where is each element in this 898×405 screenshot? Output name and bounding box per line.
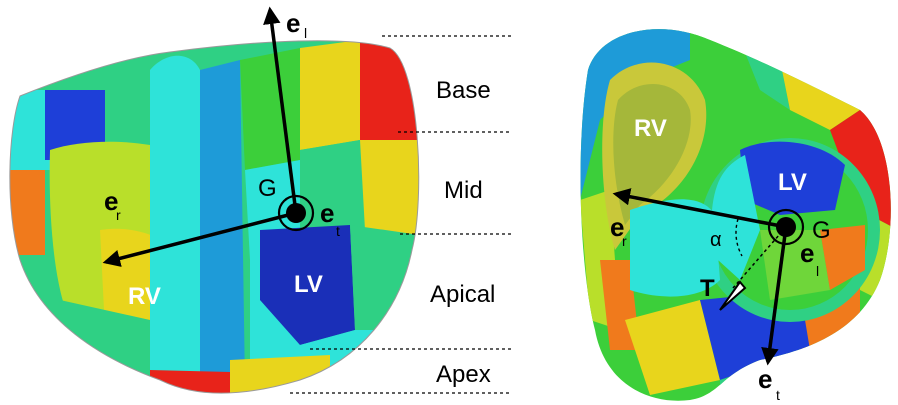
left-vector-el-subscript: l <box>304 25 307 41</box>
right-vector-er-subscript: r <box>622 233 627 249</box>
left-centroid-ring <box>277 194 315 232</box>
left-centroid-label: G <box>258 175 277 202</box>
right-centroid-label: G <box>812 217 831 244</box>
left-vectors <box>102 6 315 267</box>
region-label-apex: Apex <box>436 361 491 388</box>
right-vector-er-symbol: e <box>610 212 624 242</box>
right-heart-model <box>580 29 891 401</box>
right-angle-alpha-label: α <box>710 229 722 251</box>
left-vector-et-symbol: e <box>320 198 334 228</box>
left-rv-label: RV <box>128 283 161 310</box>
left-vector-er-subscript: r <box>116 207 121 223</box>
right-lv-label: LV <box>778 169 807 196</box>
region-separators <box>290 35 512 394</box>
right-vectors <box>612 188 805 366</box>
left-vector-er-symbol: e <box>104 186 118 216</box>
right-torque-line <box>732 226 787 289</box>
right-centroid-dot <box>776 217 796 237</box>
right-angle-alpha-arc <box>735 218 743 257</box>
left-vector-el-arrow <box>263 6 298 214</box>
left-centroid-dot <box>286 203 306 223</box>
left-lv-label: LV <box>294 271 323 298</box>
left-heart-model <box>9 40 420 394</box>
region-label-apical: Apical <box>430 281 495 308</box>
region-label-mid: Mid <box>444 177 483 204</box>
right-rv-label: RV <box>634 115 667 142</box>
right-vector-er-arrow <box>612 188 787 229</box>
right-vector-el-subscript: l <box>816 263 819 279</box>
left-vector-er-arrow <box>102 211 297 267</box>
right-torque-label: T <box>700 275 715 302</box>
right-vector-el-symbol: e <box>800 238 814 268</box>
right-centroid-ring <box>767 208 805 246</box>
left-vector-el-symbol: e <box>286 8 300 38</box>
right-torque-triangle <box>719 280 747 311</box>
left-vector-et-subscript: t <box>336 223 340 239</box>
right-vector-et-arrow <box>761 226 788 366</box>
right-vector-et-symbol: e <box>758 364 772 394</box>
right-vector-et-subscript: t <box>776 387 780 403</box>
region-label-base: Base <box>436 77 491 104</box>
